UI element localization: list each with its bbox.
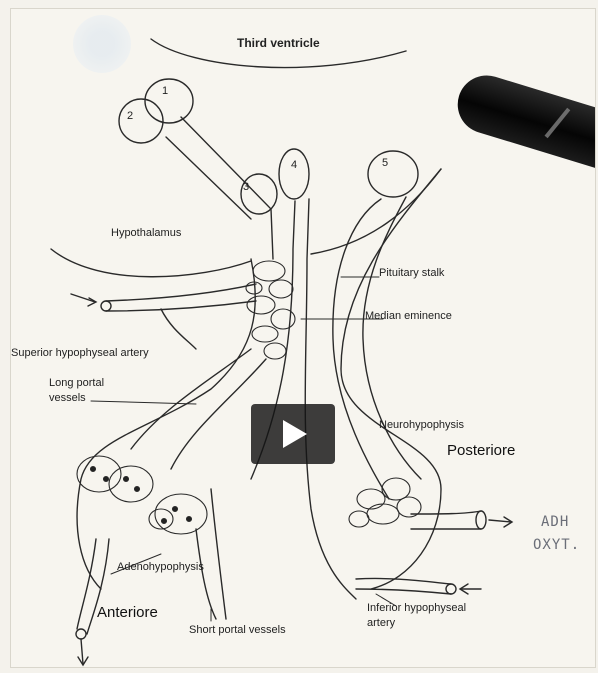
video-play-button[interactable] <box>251 404 335 464</box>
inferior-hypophyseal-artery <box>356 578 451 584</box>
pen-glint <box>545 108 571 138</box>
neurohypophysis-plexus <box>349 478 421 527</box>
neuron-number-4: 4 <box>291 159 297 172</box>
label-short-portal-vessels: Short portal vessels <box>189 624 286 637</box>
pituitary-stalk <box>77 259 255 589</box>
label-median-eminence: Median eminence <box>365 310 452 323</box>
neuron-number-5: 5 <box>382 157 388 170</box>
neuron-2 <box>119 99 163 143</box>
diagram-photo: Third ventricle Hypothalamus Pituitary s… <box>10 8 596 668</box>
label-long-portal-line2: vessels <box>49 392 86 405</box>
adenohypophysis-plexus <box>77 456 207 534</box>
play-icon <box>283 420 307 448</box>
label-third-ventricle: Third ventricle <box>237 37 320 51</box>
neuron-number-1: 1 <box>162 85 168 98</box>
label-inferior-hypophyseal-line2: artery <box>367 617 395 630</box>
hypothalamus-outline <box>51 249 251 277</box>
short-portal-vessels <box>211 489 226 619</box>
neuron-3 <box>241 174 277 214</box>
label-inferior-hypophyseal-line1: Inferior hypophyseal <box>367 602 466 615</box>
label-hypothalamus: Hypothalamus <box>111 227 181 240</box>
label-adenohypophysis: Adenohypophysis <box>117 561 204 574</box>
label-neurohypophysis: Neurohypophysis <box>379 419 464 432</box>
label-anteriore: Anteriore <box>97 604 158 621</box>
label-posteriore: Posteriore <box>447 442 515 459</box>
neuron-1 <box>145 79 193 123</box>
label-superior-hypophyseal-artery: Superior hypophyseal artery <box>11 347 149 360</box>
label-long-portal-line1: Long portal <box>49 377 104 390</box>
neuron-number-3: 3 <box>243 181 249 194</box>
neuron-4 <box>279 149 309 199</box>
neuron-number-2: 2 <box>127 110 133 123</box>
superior-hypophyseal-artery <box>106 284 256 301</box>
label-pituitary-stalk: Pituitary stalk <box>379 267 444 280</box>
long-portal-vessels <box>131 349 251 449</box>
handwritten-adh: ADH <box>541 514 569 530</box>
neuron-5 <box>368 151 418 197</box>
handwritten-oxyt: OXYT. <box>533 537 580 553</box>
